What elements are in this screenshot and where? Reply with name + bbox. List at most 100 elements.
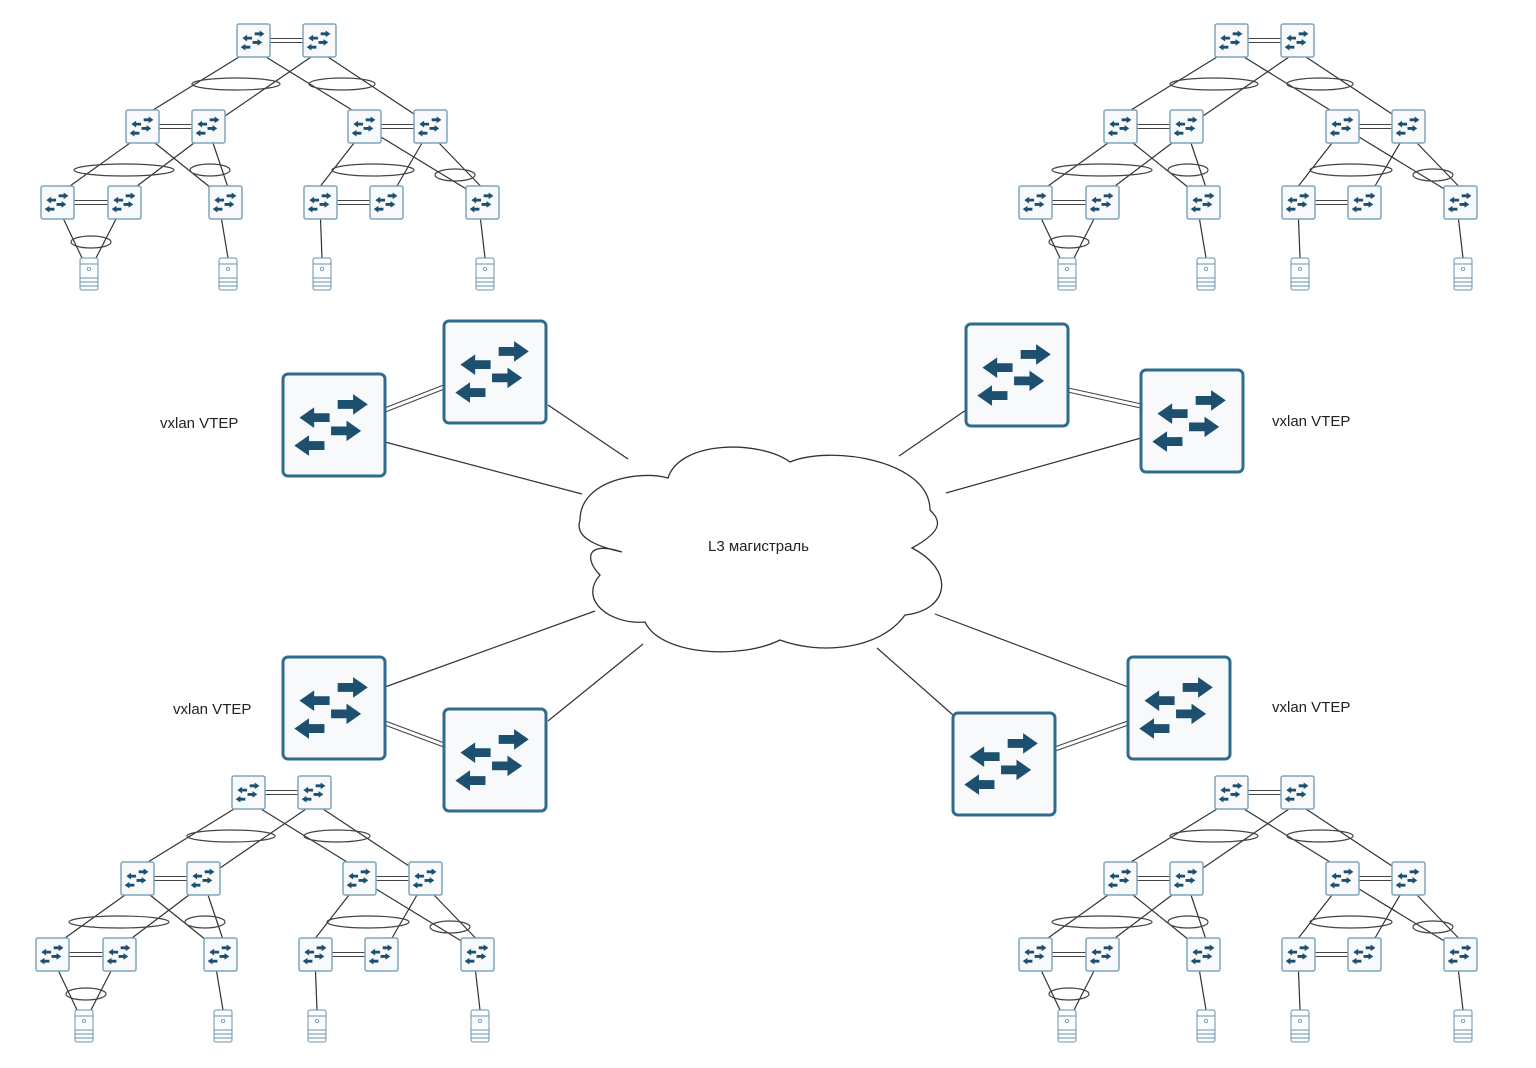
peer-link (1137, 876, 1170, 881)
switch-icon[interactable] (35, 937, 70, 972)
switch-icon[interactable] (1214, 23, 1249, 58)
switch-icon[interactable] (1018, 937, 1053, 972)
switch-body (1085, 185, 1120, 220)
server-body (79, 257, 99, 291)
switch-icon[interactable] (964, 322, 1070, 428)
switch-icon[interactable] (1280, 775, 1315, 810)
switch-icon[interactable] (208, 185, 243, 220)
server-icon[interactable] (218, 257, 238, 291)
link-line (474, 970, 481, 1011)
switch-icon[interactable] (369, 185, 404, 220)
link-line (220, 218, 229, 259)
switch-icon[interactable] (203, 937, 238, 972)
switch-icon[interactable] (1281, 937, 1316, 972)
link-line (391, 894, 418, 939)
switch-icon[interactable] (125, 109, 160, 144)
link-line (1358, 136, 1447, 191)
switch-icon[interactable] (951, 711, 1057, 817)
switch-icon[interactable] (102, 937, 137, 972)
lag-ellipse (1412, 168, 1454, 182)
server-icon[interactable] (79, 257, 99, 291)
uplink-line (945, 437, 1142, 494)
switch-icon[interactable] (1103, 861, 1138, 896)
switch-icon[interactable] (413, 109, 448, 144)
server-icon[interactable] (1453, 257, 1473, 291)
switch-icon[interactable] (1280, 23, 1315, 58)
switch-icon[interactable] (1085, 937, 1120, 972)
server-body (307, 1009, 327, 1043)
peer-link (1052, 952, 1086, 957)
server-icon[interactable] (1290, 257, 1310, 291)
switch-icon[interactable] (1391, 109, 1426, 144)
switch-icon[interactable] (342, 861, 377, 896)
server-icon[interactable] (1057, 1009, 1077, 1043)
switch-icon[interactable] (236, 23, 271, 58)
switch-icon[interactable] (1126, 655, 1232, 761)
server-icon[interactable] (1057, 257, 1077, 291)
switch-icon[interactable] (1103, 109, 1138, 144)
switch-icon[interactable] (107, 185, 142, 220)
server-icon[interactable] (312, 257, 332, 291)
link-line (1130, 808, 1218, 863)
switch-icon[interactable] (1325, 861, 1360, 896)
switch-icon[interactable] (186, 861, 221, 896)
server-led (1461, 266, 1466, 271)
server-icon[interactable] (1196, 1009, 1216, 1043)
uplink-line (898, 409, 967, 457)
switch-icon[interactable] (1281, 185, 1316, 220)
switch-icon[interactable] (120, 861, 155, 896)
server-icon[interactable] (475, 257, 495, 291)
server-icon[interactable] (1453, 1009, 1473, 1043)
switch-icon[interactable] (1186, 937, 1221, 972)
switch-body (35, 937, 70, 972)
switch-icon[interactable] (1169, 861, 1204, 896)
switch-icon[interactable] (1347, 937, 1382, 972)
switch-icon[interactable] (364, 937, 399, 972)
link-line (1114, 142, 1173, 187)
peer-link (1067, 387, 1142, 409)
switch-icon[interactable] (281, 372, 387, 478)
server-led (320, 266, 325, 271)
server-icon[interactable] (307, 1009, 327, 1043)
switch-icon[interactable] (408, 861, 443, 896)
peer-link-line (384, 724, 444, 748)
server-icon[interactable] (470, 1009, 490, 1043)
switch-icon[interactable] (303, 185, 338, 220)
switch-icon[interactable] (40, 185, 75, 220)
uplink-line (547, 404, 629, 460)
switch-body (297, 775, 332, 810)
vtep-label-top-right: vxlan VTEP (1272, 413, 1351, 430)
switch-body (1018, 185, 1053, 220)
server-icon[interactable] (74, 1009, 94, 1043)
peer-link (1052, 200, 1086, 205)
switch-icon[interactable] (1169, 109, 1204, 144)
switch-icon[interactable] (297, 775, 332, 810)
server-icon[interactable] (213, 1009, 233, 1043)
link-line (1457, 218, 1464, 259)
switch-icon[interactable] (231, 775, 266, 810)
switch-icon[interactable] (1325, 109, 1360, 144)
switch-icon[interactable] (1018, 185, 1053, 220)
server-icon[interactable] (1290, 1009, 1310, 1043)
switch-icon[interactable] (1085, 185, 1120, 220)
switch-icon[interactable] (1139, 368, 1245, 474)
switch-icon[interactable] (465, 185, 500, 220)
switch-icon[interactable] (1443, 937, 1478, 972)
switch-icon[interactable] (298, 937, 333, 972)
link-line (1457, 970, 1464, 1011)
server-icon[interactable] (1196, 257, 1216, 291)
switch-icon[interactable] (1214, 775, 1249, 810)
lag-ellipse (434, 168, 476, 182)
switch-icon[interactable] (442, 707, 548, 813)
switch-icon[interactable] (302, 23, 337, 58)
switch-icon[interactable] (460, 937, 495, 972)
switch-icon[interactable] (281, 655, 387, 761)
lag-ellipse (65, 987, 107, 1001)
switch-icon[interactable] (442, 319, 548, 425)
switch-icon[interactable] (191, 109, 226, 144)
switch-icon[interactable] (1347, 185, 1382, 220)
switch-icon[interactable] (1443, 185, 1478, 220)
switch-icon[interactable] (1391, 861, 1426, 896)
switch-icon[interactable] (347, 109, 382, 144)
switch-icon[interactable] (1186, 185, 1221, 220)
